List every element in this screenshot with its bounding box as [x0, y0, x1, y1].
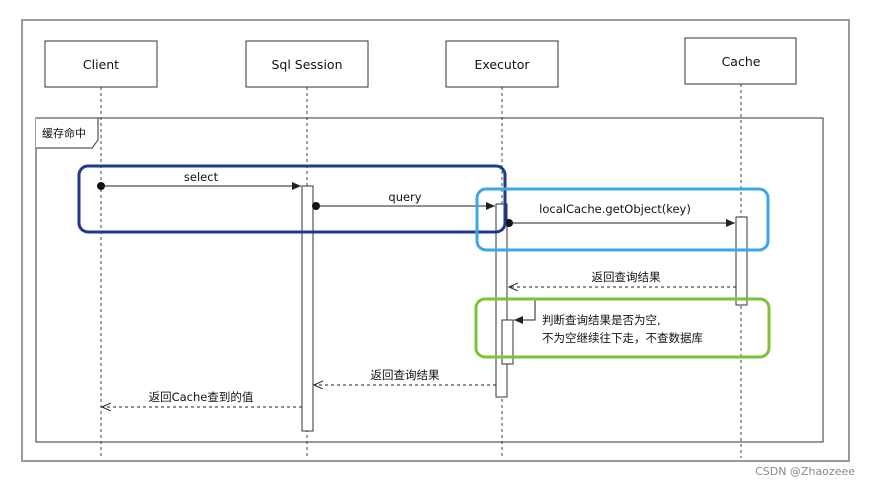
participant-client-label: Client	[83, 57, 119, 72]
highlight-executor-cache	[475, 187, 770, 252]
highlight-client-session	[77, 164, 507, 234]
participant-client: Client	[44, 40, 158, 88]
participant-executor: Executor	[445, 40, 559, 88]
highlight-self-check	[474, 297, 771, 359]
participant-cache: Cache	[684, 37, 797, 85]
fragment-label: 缓存命中	[42, 126, 86, 140]
watermark: CSDN @Zhaozeee	[755, 465, 855, 478]
participant-cache-label: Cache	[722, 54, 761, 69]
query-label: query	[388, 190, 421, 204]
participant-sql-session: Sql Session	[245, 40, 369, 88]
participant-sql-session-label: Sql Session	[271, 57, 342, 72]
activation-cache	[735, 216, 748, 306]
outer-frame	[21, 19, 850, 462]
fragment-frame	[35, 117, 824, 443]
getobject-label: localCache.getObject(key)	[539, 202, 691, 216]
activation-sql-session	[301, 185, 314, 432]
fragment-tab	[36, 117, 99, 149]
self-check-label-line1: 判断查询结果是否为空,	[542, 313, 661, 327]
participant-executor-label: Executor	[474, 57, 530, 72]
cache-return-label: 返回查询结果	[592, 270, 661, 284]
executor-return-label: 返回查询结果	[371, 368, 440, 382]
self-check-label-line2: 不为空继续往下走，不查数据库	[542, 331, 703, 345]
activation-executor-nested	[501, 319, 514, 365]
session-return-label: 返回Cache查到的值	[149, 390, 254, 404]
select-label: select	[184, 170, 219, 184]
